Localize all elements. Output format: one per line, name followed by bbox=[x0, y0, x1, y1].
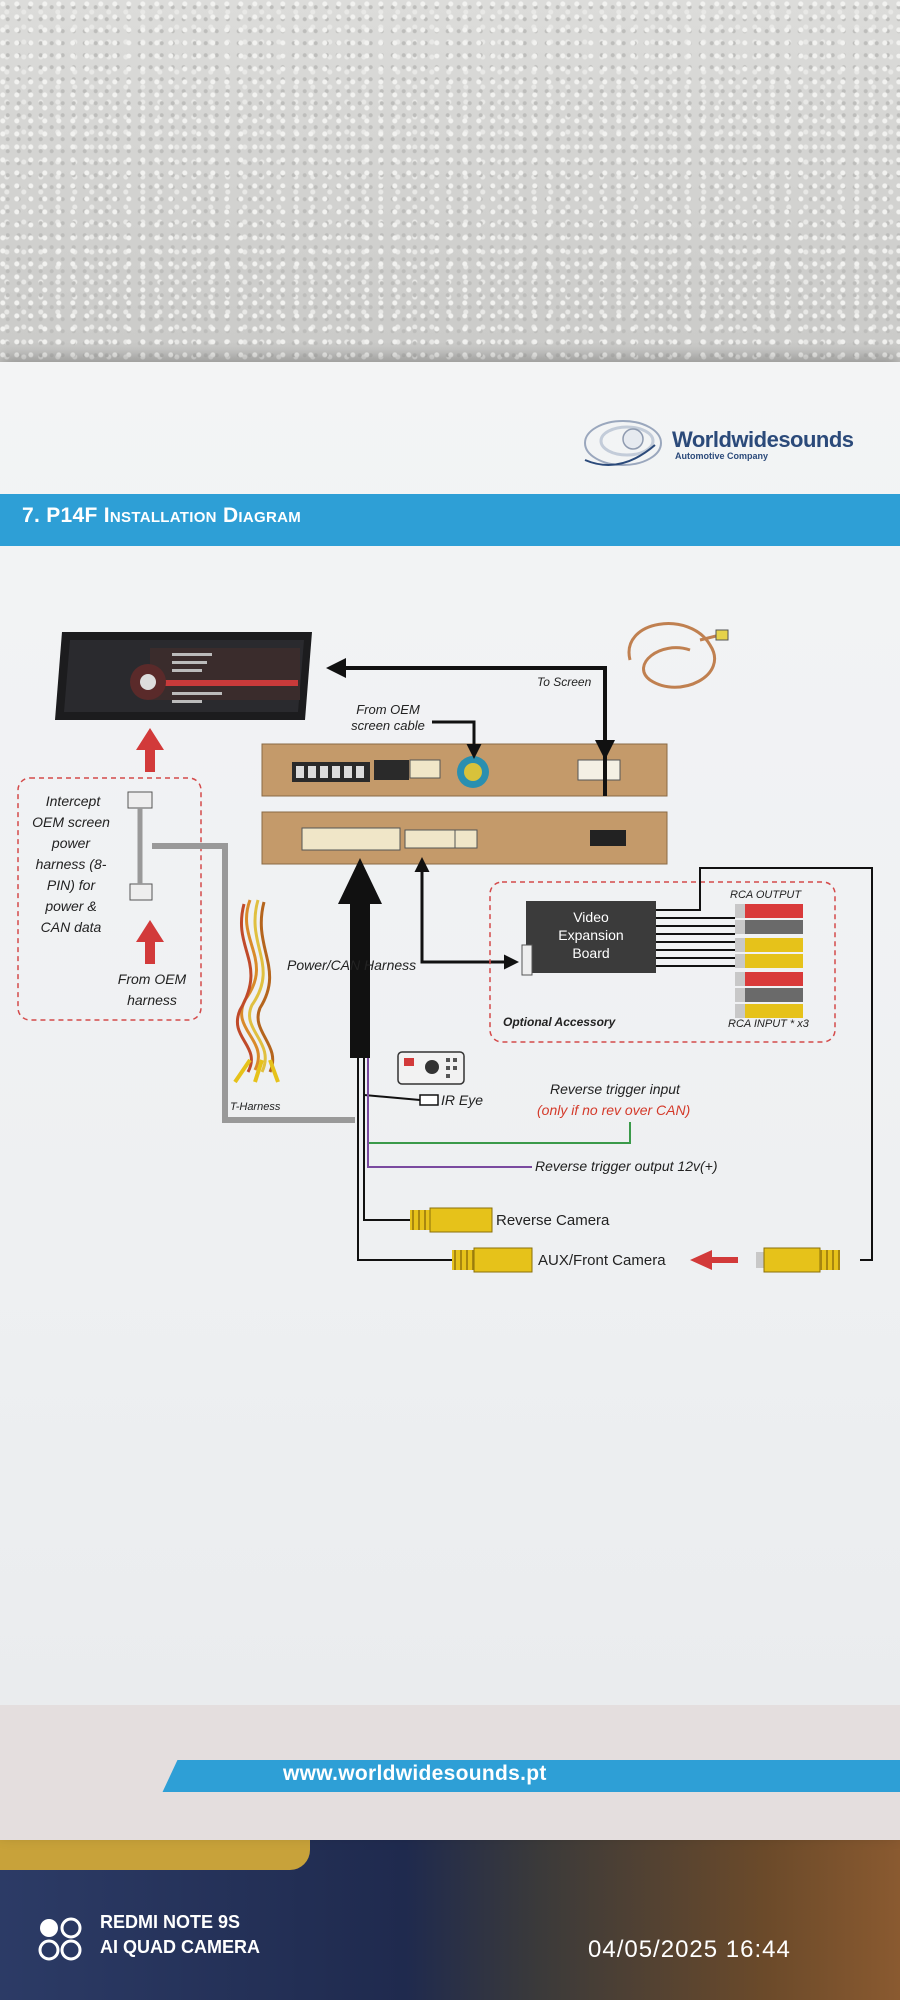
rca-cables bbox=[656, 867, 873, 1261]
section-title: 7. P14F Installation Diagram bbox=[22, 504, 302, 527]
intercept-label: Intercept OEM screen power harness (8- P… bbox=[32, 793, 110, 935]
oem-screen bbox=[55, 632, 312, 720]
interface-module-bottom bbox=[261, 811, 668, 865]
only-if-no-rev-label: (only if no rev over CAN) bbox=[537, 1102, 690, 1118]
reverse-trigger-input-label: Reverse trigger input bbox=[550, 1081, 681, 1097]
reverse-camera-connector bbox=[410, 1207, 493, 1233]
swirl-logo-icon bbox=[584, 420, 662, 466]
oem-harness-connectors bbox=[127, 791, 355, 1123]
power-can-harness-label: Power/CAN Harness bbox=[287, 957, 416, 973]
brand-logo: Worldwidesounds Automotive Company bbox=[575, 405, 855, 475]
svg-text:power &: power & bbox=[44, 898, 96, 914]
svg-text:From OEM: From OEM bbox=[356, 702, 420, 717]
red-arrow-up-bottom bbox=[136, 920, 164, 964]
svg-text:From OEM: From OEM bbox=[118, 971, 187, 987]
red-arrow-left bbox=[690, 1250, 738, 1270]
ir-remote bbox=[397, 1051, 465, 1085]
rca-plugs bbox=[735, 904, 803, 1018]
camera-model-watermark: REDMI NOTE 9S AI QUAD CAMERA bbox=[100, 1910, 260, 1960]
camera-model-line1: REDMI NOTE 9S bbox=[100, 1912, 241, 1932]
section-title-bar: 7. P14F Installation Diagram bbox=[0, 494, 900, 546]
t-harness-label: T-Harness bbox=[230, 1101, 281, 1113]
to-screen-label: To Screen bbox=[537, 675, 592, 689]
ir-eye-label: IR Eye bbox=[441, 1092, 483, 1108]
video-expansion-board: Video Expansion Board bbox=[521, 901, 656, 976]
svg-text:Expansion: Expansion bbox=[558, 927, 623, 943]
svg-text:harness: harness bbox=[127, 992, 177, 1008]
video-board-link-arrow bbox=[414, 857, 519, 970]
camera-datetime-watermark: 04/05/2025 16:44 bbox=[588, 1936, 791, 1963]
cable-coil bbox=[627, 622, 729, 689]
manual-page bbox=[0, 362, 900, 1840]
svg-text:screen cable: screen cable bbox=[351, 718, 425, 733]
svg-text:power: power bbox=[51, 835, 91, 851]
brand-name: Worldwidesounds bbox=[672, 427, 854, 452]
floor-background bbox=[0, 1820, 900, 2000]
from-oem-screen-cable-label: From OEM screen cable bbox=[351, 702, 425, 733]
svg-text:PIN) for: PIN) for bbox=[47, 877, 97, 893]
svg-text:CAN data: CAN data bbox=[41, 919, 102, 935]
installation-diagram: Intercept OEM screen power harness (8- P… bbox=[17, 622, 873, 1273]
wire-loom bbox=[233, 899, 280, 1084]
harness-wires bbox=[357, 1058, 631, 1261]
aux-front-camera-connector bbox=[452, 1247, 533, 1273]
svg-text:harness (8-: harness (8- bbox=[36, 856, 107, 872]
power-can-harness-arrow bbox=[338, 858, 382, 1058]
footer-url: www.worldwidesounds.pt bbox=[283, 1762, 547, 1785]
svg-text:Video: Video bbox=[573, 909, 609, 925]
from-oem-harness-label: From OEM harness bbox=[118, 971, 187, 1008]
rca-output-label: RCA OUTPUT bbox=[730, 889, 802, 901]
rca-input-label: RCA INPUT * x3 bbox=[728, 1018, 810, 1030]
optional-accessory-box bbox=[489, 881, 836, 1043]
red-arrow-up-top bbox=[136, 728, 164, 772]
svg-text:OEM screen: OEM screen bbox=[32, 814, 110, 830]
reverse-trigger-output-label: Reverse trigger output 12v(+) bbox=[535, 1158, 717, 1174]
camera-model-line2: AI QUAD CAMERA bbox=[100, 1937, 260, 1957]
from-oem-arrow bbox=[432, 720, 482, 759]
ir-eye-sensor bbox=[419, 1094, 439, 1106]
aux-front-camera-label: AUX/Front Camera bbox=[538, 1252, 666, 1269]
svg-text:Board: Board bbox=[572, 945, 609, 961]
textured-wall-background bbox=[0, 0, 900, 380]
optional-accessory-label: Optional Accessory bbox=[503, 1015, 617, 1029]
camera-watermark-logo-icon bbox=[38, 1917, 82, 1961]
svg-text:Intercept: Intercept bbox=[46, 793, 102, 809]
brand-tagline: Automotive Company bbox=[675, 451, 769, 461]
reverse-camera-label: Reverse Camera bbox=[496, 1212, 610, 1229]
input-camera-connector bbox=[756, 1247, 840, 1273]
